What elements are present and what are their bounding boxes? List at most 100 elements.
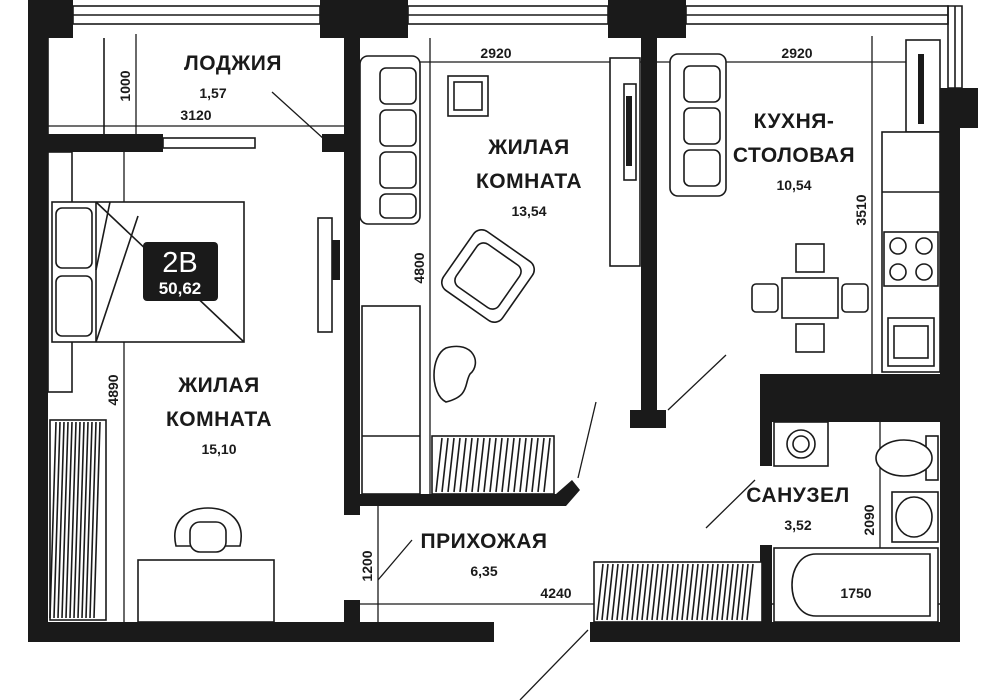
apartment-badge-bg: [143, 242, 218, 301]
walls: [28, 0, 978, 642]
dim-bathroom-width: 1750: [840, 585, 871, 601]
washbasin: [891, 491, 939, 543]
hatch-line: [453, 437, 461, 493]
hatch-line: [531, 437, 539, 493]
apartment-type: 2В: [162, 247, 197, 279]
wall-hall-stub: [344, 600, 360, 624]
hatch-line: [636, 563, 644, 621]
hatch-line: [656, 563, 664, 621]
living-center-name-line1: ЖИЛАЯ: [487, 136, 570, 159]
wall-outer-right-upper: [940, 88, 978, 128]
hatch-line: [65, 421, 73, 619]
hatch-line: [483, 437, 491, 493]
armchair: [440, 228, 536, 324]
living-center-name-line2: КОМНАТА: [476, 170, 582, 193]
living-left-area: 15,10: [201, 441, 236, 457]
window-corner-right: [947, 5, 963, 89]
loggia-area: 1,57: [199, 85, 226, 101]
wall-bathroom-top: [760, 374, 960, 422]
hatch-line: [81, 421, 89, 619]
wall-kitchen-door-jamb: [630, 410, 666, 428]
hatch-line: [726, 563, 734, 621]
hatch-line: [721, 563, 729, 621]
hatch-line: [489, 437, 497, 493]
hatch-line: [686, 563, 694, 621]
dim-bathroom-height: 2090: [861, 504, 877, 535]
dim-living-left-height: 4890: [105, 374, 121, 405]
hatch-line: [596, 563, 604, 621]
hatch-line: [525, 437, 533, 493]
hatch-line: [507, 437, 515, 493]
wall-top-pillar-1: [320, 0, 408, 38]
hallway-area: 6,35: [470, 563, 497, 579]
dimension-labels: 1000 3120 2920 2920 4800 3510 4890 1200 …: [105, 45, 877, 601]
hatch-line: [49, 421, 57, 619]
hatch-line: [53, 421, 61, 619]
hatch-line: [471, 437, 479, 493]
hatch-line: [741, 563, 749, 621]
kitchen-area: 10,54: [776, 177, 811, 193]
wall-center-bottom: [344, 494, 564, 506]
hatch-line: [447, 437, 455, 493]
bathroom-name: САНУЗЕЛ: [746, 484, 849, 507]
desk-center: [361, 305, 421, 495]
windows: [47, 5, 963, 149]
wall-bottom-right: [590, 622, 960, 642]
dim-living-center-height: 4800: [411, 252, 427, 283]
wall-outer-left: [28, 0, 48, 642]
hatch-line: [519, 437, 527, 493]
dim-hallway-width: 4240: [540, 585, 571, 601]
hatch-line: [93, 421, 101, 619]
hatch-line: [631, 563, 639, 621]
wall-bathroom-left: [760, 374, 772, 466]
hatch-line: [477, 437, 485, 493]
wall-top-left: [28, 0, 73, 38]
hatch-line: [73, 421, 81, 619]
hatch-line: [57, 421, 65, 619]
radiator-hall-hatch: [596, 563, 754, 621]
bathtub: [773, 547, 939, 623]
hatch-line: [701, 563, 709, 621]
hatch-line: [441, 437, 449, 493]
dim-kitchen-height: 3510: [853, 194, 869, 225]
hatch-line: [459, 437, 467, 493]
apartment-total-area: 50,62: [159, 279, 202, 298]
hatch-line: [696, 563, 704, 621]
hatch-line: [89, 421, 97, 619]
left-room-furniture: [47, 151, 340, 623]
hatch-line: [616, 563, 624, 621]
hatch-line: [626, 563, 634, 621]
hatch-line: [501, 437, 509, 493]
hatch-line: [537, 437, 545, 493]
hatch-line: [731, 563, 739, 621]
hatch-line: [641, 563, 649, 621]
room-labels: ЛОДЖИЯ 1,57 ЖИЛАЯ КОМНАТА 15,10 ЖИЛАЯ КО…: [166, 52, 855, 579]
hatch-line: [85, 421, 93, 619]
dim-hallway-height: 1200: [359, 550, 375, 581]
hatch-line: [671, 563, 679, 621]
toilet: [875, 435, 939, 481]
hatch-line: [606, 563, 614, 621]
hatch-line: [646, 563, 654, 621]
living-center-area: 13,54: [511, 203, 546, 219]
hatch-line: [543, 437, 551, 493]
bathroom-area: 3,52: [784, 517, 811, 533]
hatch-line: [61, 421, 69, 619]
wall-partition-left-center: [344, 30, 360, 515]
radiator-left-hatch: [49, 421, 101, 619]
hatch-line: [77, 421, 85, 619]
kitchen-name-line2: СТОЛОВАЯ: [733, 144, 855, 167]
window-loggia-inner: [162, 137, 256, 149]
hatch-line: [711, 563, 719, 621]
wall-bathroom-left-lower: [760, 545, 772, 642]
hatch-line: [691, 563, 699, 621]
wall-partition-center-kitchen: [641, 30, 657, 415]
hatch-line: [465, 437, 473, 493]
hatch-line: [495, 437, 503, 493]
hatch-line: [746, 563, 754, 621]
hatch-line: [621, 563, 629, 621]
hatch-line: [676, 563, 684, 621]
hatch-line: [736, 563, 744, 621]
living-left-name-line1: ЖИЛАЯ: [177, 374, 260, 397]
